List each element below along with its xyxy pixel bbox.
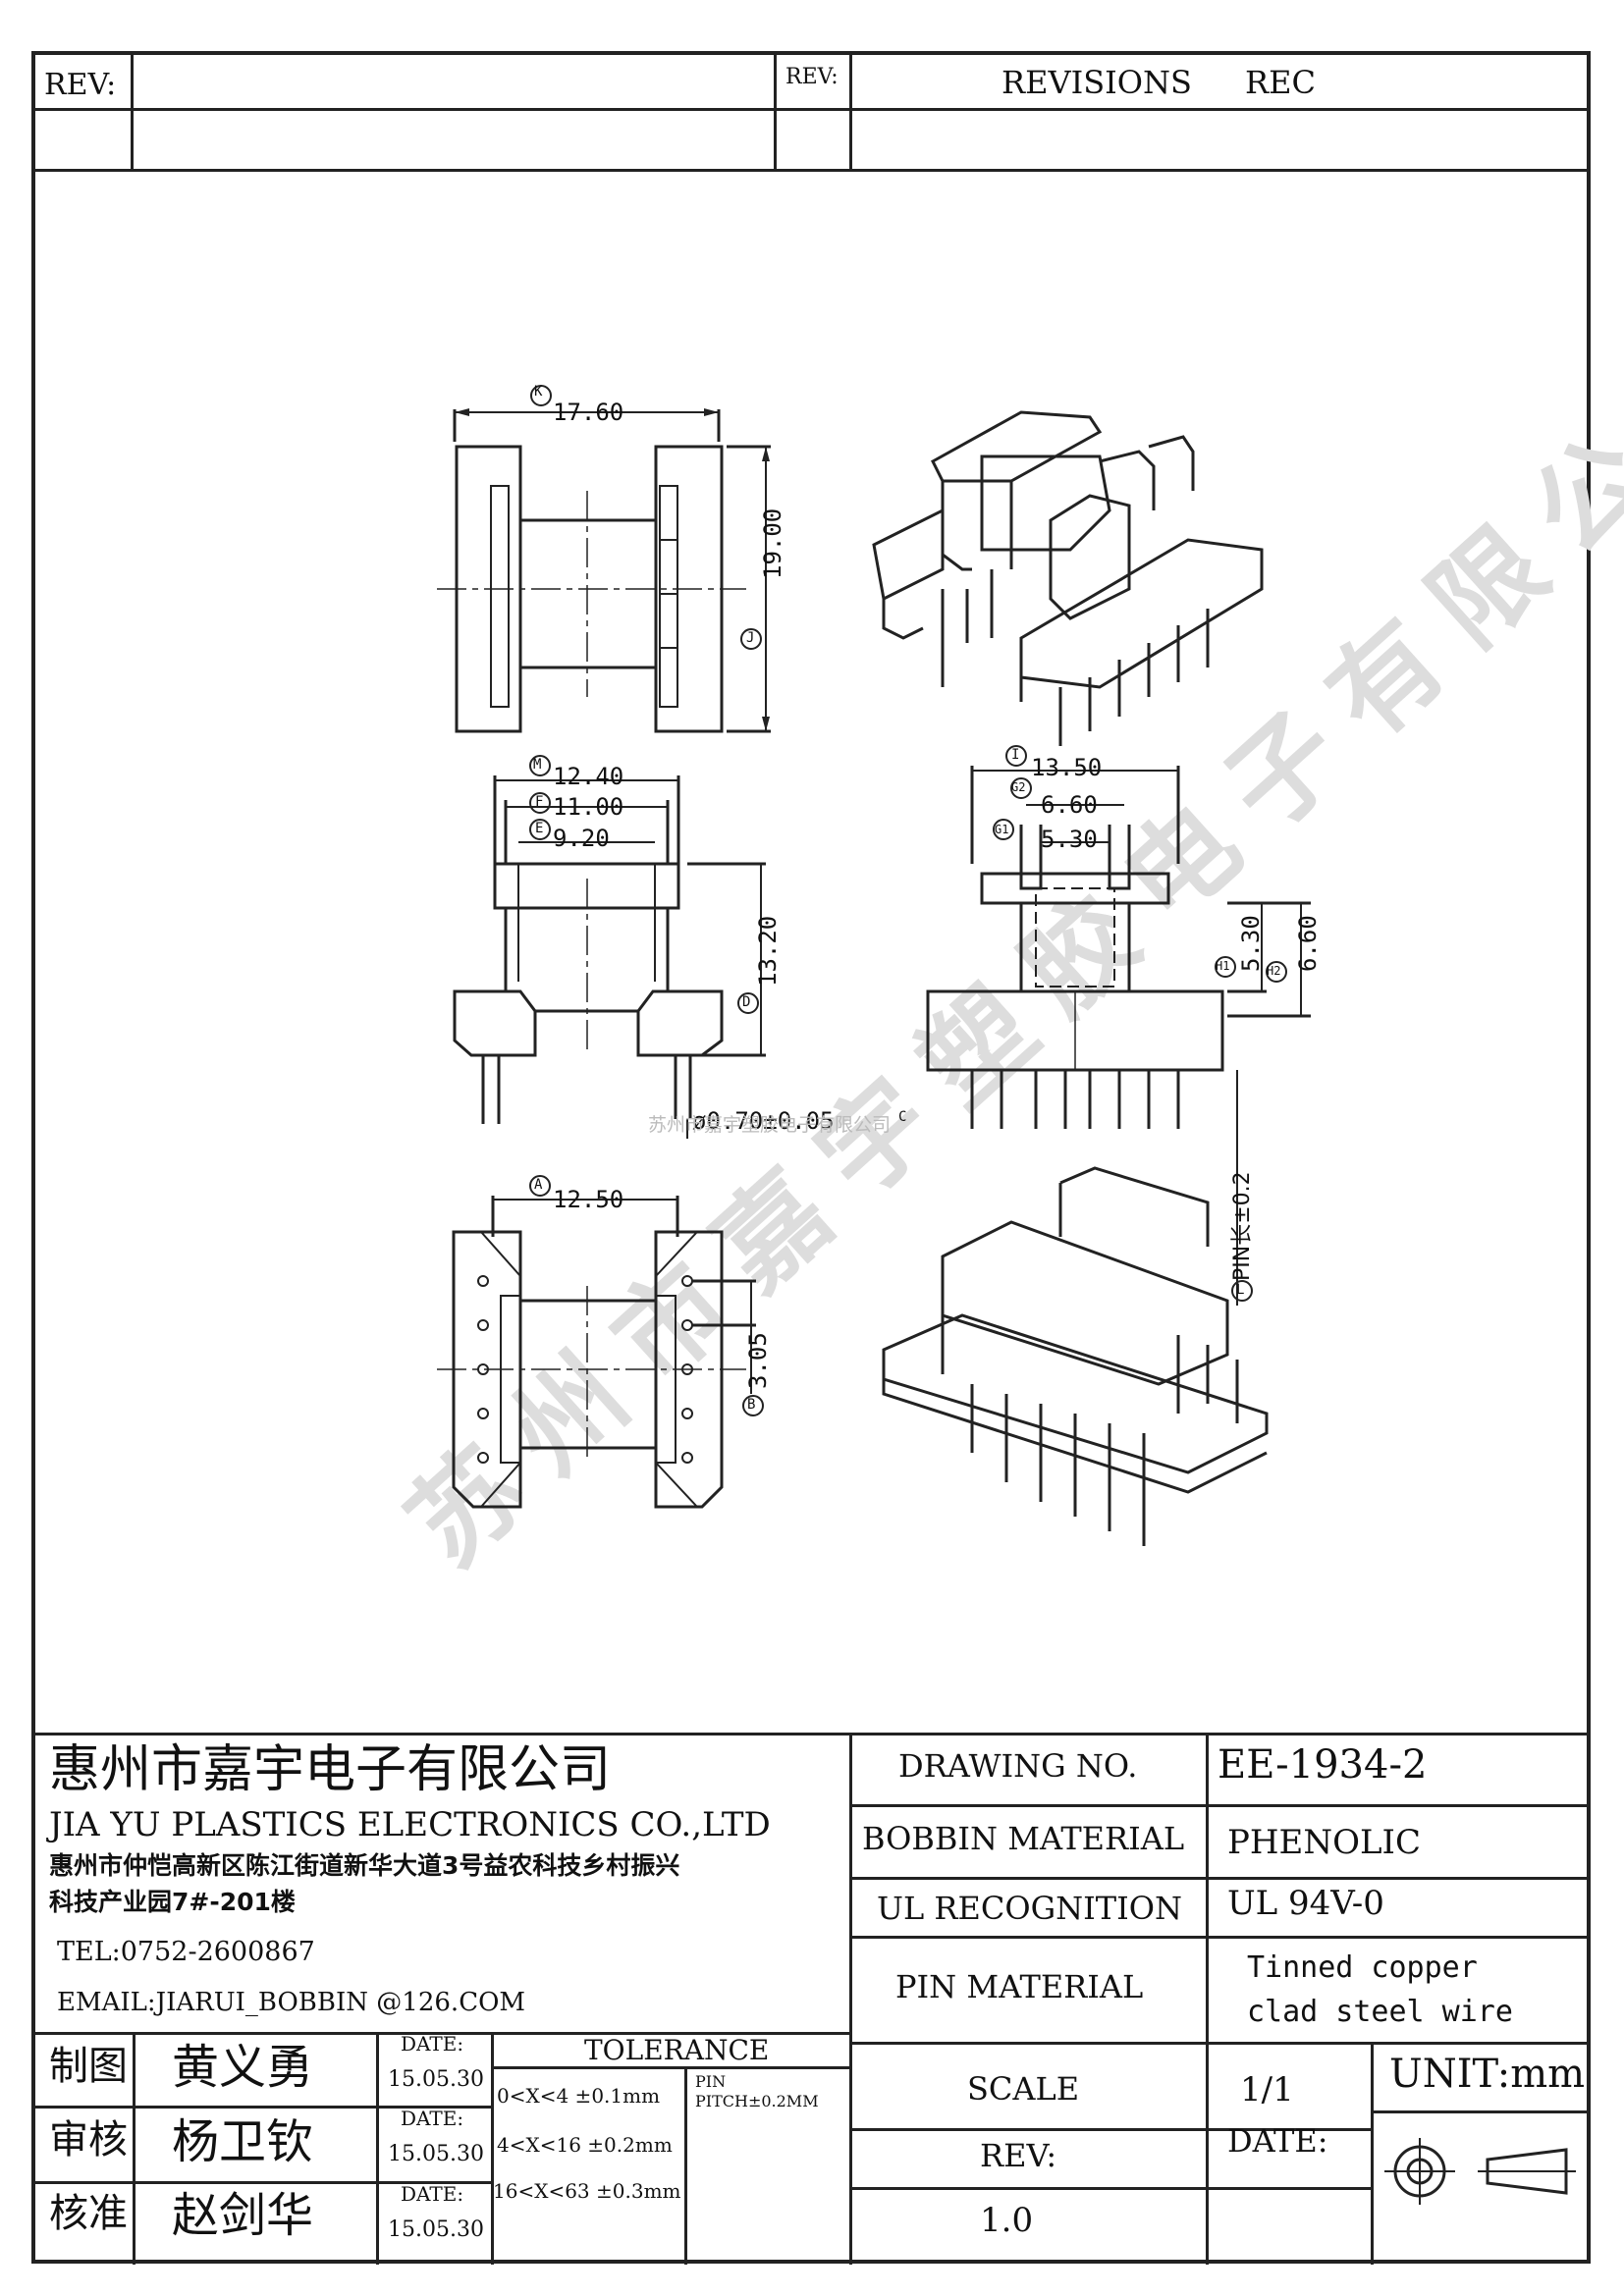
dim-f-marker: F — [535, 794, 544, 810]
title-grid-line — [849, 1804, 1591, 1807]
title-grid-line — [849, 2042, 1591, 2045]
title-grid-line — [849, 2187, 1374, 2190]
sign-grid-line — [376, 2032, 379, 2265]
watermark-center: 苏州市嘉宇塑胶电子有限公司 — [648, 1114, 892, 1136]
header-col-line — [131, 53, 134, 171]
sign-grid-line — [684, 2066, 687, 2265]
bobbin-material-label: BOBBIN MATERIAL — [862, 1820, 1185, 1857]
rec-label: REC — [1245, 64, 1316, 101]
sign-grid-line — [491, 2066, 851, 2069]
role-draw: 制图 — [49, 2044, 128, 2089]
date-check: 15.05.30 — [388, 2142, 484, 2166]
pin-material-label: PIN MATERIAL — [895, 1968, 1144, 2005]
sign-grid-line — [133, 2032, 135, 2265]
address-line1: 惠州市仲恺高新区陈江街道新华大道3号益农科技乡村振兴 — [49, 1851, 680, 1880]
header-col-line — [849, 53, 852, 171]
dim-h2-marker: H2 — [1267, 964, 1281, 978]
name-check: 杨卫钦 — [172, 2114, 314, 2169]
dim-j-marker: J — [746, 630, 755, 646]
revisions-label: REVISIONS — [1001, 64, 1192, 101]
ul-value: UL 94V-0 — [1227, 1884, 1384, 1923]
scale-value: 1/1 — [1240, 2070, 1294, 2109]
sign-grid-line — [33, 2181, 491, 2184]
sign-grid-line — [491, 2032, 494, 2265]
role-check: 审核 — [49, 2117, 128, 2163]
dim-f-value: 11.00 — [553, 793, 624, 821]
pin-material-line2: clad steel wire — [1247, 1995, 1513, 2029]
dim-g1-marker: G1 — [995, 823, 1009, 836]
title-grid-line — [849, 2128, 1374, 2131]
date-approve: 15.05.30 — [388, 2217, 484, 2242]
dim-i-marker: I — [1011, 747, 1020, 763]
dim-h2-value: 6.60 — [1294, 915, 1322, 972]
dim-k-value: 17.60 — [553, 399, 624, 426]
address-line2: 科技产业园7#-201楼 — [49, 1888, 296, 1916]
dim-g2-value: 6.60 — [1041, 791, 1098, 819]
dim-g2-marker: G2 — [1011, 780, 1026, 794]
dim-e-value: 9.20 — [553, 825, 610, 852]
company-name-cn: 惠州市嘉宇电子有限公司 — [49, 1740, 612, 1799]
bobbin-material: PHENOLIC — [1227, 1823, 1421, 1862]
dim-pin-length-value: PIN长±0.2 — [1230, 1171, 1255, 1281]
name-draw: 黄义勇 — [172, 2040, 314, 2095]
scale-label: SCALE — [967, 2070, 1080, 2108]
dim-m-value: 12.40 — [553, 763, 624, 790]
dim-a-marker: A — [534, 1177, 543, 1193]
rev-label-left: REV: — [44, 68, 117, 102]
title-grid-line — [1371, 2110, 1591, 2113]
title-grid-line — [849, 1936, 1591, 1939]
dim-pin-diameter-value: ø0.70±0.05 — [692, 1107, 835, 1135]
drawing-no: EE-1934-2 — [1218, 1742, 1428, 1788]
date-draw: 15.05.30 — [388, 2067, 484, 2092]
dim-pin-length-marker: L — [1236, 1282, 1245, 1298]
tolerance-row-1: 0<X<4 ±0.1mm — [497, 2084, 661, 2108]
header-divider — [33, 108, 1589, 111]
drawing-frame — [31, 51, 1591, 2264]
dim-a-value: 12.50 — [553, 1186, 624, 1213]
dim-b-marker: B — [747, 1397, 756, 1413]
title-block-top — [33, 1733, 1589, 1735]
title-grid-line — [849, 1877, 1591, 1880]
ul-recognition-label: UL RECOGNITION — [877, 1890, 1182, 1927]
date-label-check: DATE: — [401, 2107, 464, 2130]
pin-material-line1: Tinned copper — [1247, 1950, 1478, 1985]
dim-j-value: 19.00 — [759, 507, 786, 579]
dim-pin-diameter-marker: C — [898, 1109, 907, 1125]
email: EMAIL:JIARUI_BOBBIN @126.COM — [57, 1988, 526, 2017]
rev-label: REV: — [980, 2137, 1057, 2174]
tolerance-row-2: 4<X<16 ±0.2mm — [497, 2133, 673, 2157]
unit: UNIT:mm — [1389, 2052, 1586, 2097]
title-grid-line — [1206, 1733, 1209, 2265]
title-block-divider — [849, 1733, 852, 2265]
dim-g1-value: 5.30 — [1041, 826, 1098, 853]
header-col-line — [774, 53, 777, 171]
dim-i-value: 13.50 — [1031, 754, 1103, 781]
rev-label-right: REV: — [785, 65, 839, 89]
drawing-no-label: DRAWING NO. — [898, 1747, 1138, 1785]
tolerance-label: TOLERANCE — [584, 2034, 770, 2066]
date-label: DATE: — [1227, 2122, 1328, 2160]
header-bottom-border — [33, 169, 1589, 172]
dim-e-marker: E — [535, 821, 544, 836]
pin-pitch-line1: PIN — [695, 2072, 727, 2091]
sign-grid-line — [33, 2106, 491, 2109]
title-grid-line — [1371, 2042, 1374, 2265]
dim-d-marker: D — [742, 994, 751, 1010]
tel: TEL:0752-2600867 — [57, 1937, 315, 1967]
date-label-draw: DATE: — [401, 2032, 464, 2056]
role-approve: 核准 — [49, 2191, 128, 2236]
name-approve: 赵剑华 — [172, 2188, 314, 2243]
dim-k-marker: K — [534, 384, 543, 400]
dim-d-value: 13.20 — [754, 915, 782, 987]
dim-m-marker: M — [533, 757, 542, 773]
dim-h1-value: 5.30 — [1237, 915, 1265, 972]
dim-b-value: 3.05 — [744, 1332, 772, 1389]
date-label-approve: DATE: — [401, 2182, 464, 2206]
tolerance-row-3: 16<X<63 ±0.3mm — [493, 2179, 681, 2203]
company-name-en: JIA YU PLASTICS ELECTRONICS CO.,LTD — [49, 1805, 771, 1844]
dim-h1-marker: H1 — [1216, 959, 1230, 973]
sign-grid-line — [33, 2032, 851, 2035]
rev-value: 1.0 — [980, 2201, 1034, 2240]
pin-pitch-line2: PITCH±0.2MM — [695, 2092, 819, 2110]
